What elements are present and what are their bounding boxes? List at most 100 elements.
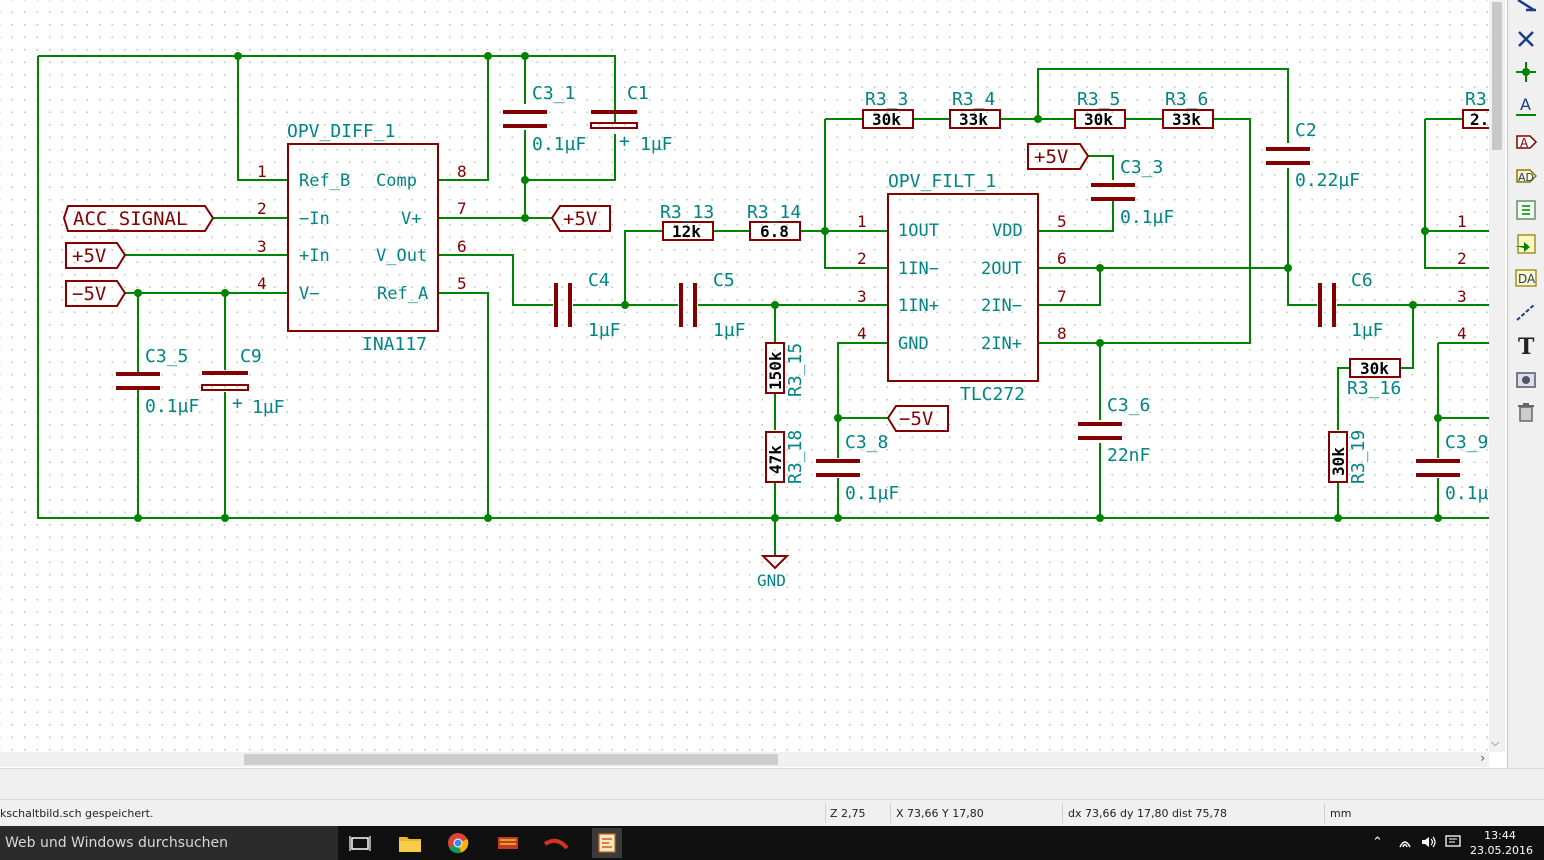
resistor-r3-15[interactable]: 150k R3_15: [765, 342, 806, 397]
capacitor-c3-6[interactable]: C3_6 22nF: [1078, 395, 1150, 466]
plus5v-label-a[interactable]: +5V: [65, 242, 127, 269]
capacitor-c6[interactable]: C6 1µF: [1318, 270, 1384, 341]
r3-14-ref: R3_14: [747, 202, 801, 223]
ina117-pin-num: 2: [257, 199, 267, 218]
partial-pin-num: 2: [1457, 249, 1467, 268]
junction-icon[interactable]: [1512, 58, 1540, 86]
partial-pin-num: 4: [1457, 324, 1467, 343]
capacitor-c4[interactable]: C4 1µF: [554, 270, 621, 341]
taskbar-search-box[interactable]: Web und Windows durchsuchen: [0, 826, 338, 860]
horizontal-scrollbar[interactable]: ›: [0, 751, 1489, 767]
scroll-down-arrow-icon[interactable]: ⌵: [1491, 736, 1500, 749]
plus5v-label-b[interactable]: +5V: [550, 205, 611, 232]
capacitor-c3-8[interactable]: C3_8 0.1µF: [816, 432, 899, 504]
plus5v-text: +5V: [72, 245, 106, 267]
vertical-scroll-thumb[interactable]: [1492, 2, 1502, 150]
bus-entry-icon[interactable]: [1512, 0, 1540, 22]
text-icon[interactable]: T: [1512, 332, 1540, 360]
windows-taskbar: Web und Windows durchsuchen ⌃ 13:44 23.0…: [0, 826, 1544, 860]
c5-value: 1µF: [713, 320, 746, 341]
r3-3-ref: R3_3: [865, 89, 908, 110]
eeschema-icon[interactable]: [592, 828, 622, 858]
net-label-icon[interactable]: A: [1512, 92, 1540, 120]
network-icon[interactable]: [1398, 835, 1412, 853]
tlc272-pin-name: 1OUT: [898, 221, 939, 241]
taskbar-clock[interactable]: 13:44 23.05.2016: [1470, 828, 1533, 858]
c3-9-value: 0.1µ: [1445, 483, 1489, 504]
ina117-symbol[interactable]: OPV_DIFF_1 INA117 1 2 3 4 Ref_B −In +In …: [257, 121, 467, 355]
task-view-icon[interactable]: [347, 831, 373, 855]
resistor-r3-18[interactable]: 47k R3_18: [765, 430, 806, 484]
capacitor-c9[interactable]: C9 + 1µF: [201, 346, 285, 418]
r3-13-value: 12k: [672, 222, 701, 241]
svg-text:A: A: [1520, 95, 1531, 114]
import-pin-icon[interactable]: [1512, 230, 1540, 258]
graphic-line-icon[interactable]: [1512, 298, 1540, 326]
r3-4-value: 33k: [959, 110, 988, 129]
kicad-icon[interactable]: [495, 831, 521, 855]
right-toolbar: A A AD DA T: [1507, 0, 1544, 770]
resistor-r3-13[interactable]: R3_13 12k: [660, 202, 714, 241]
tlc272-pin-num: 3: [857, 287, 867, 306]
resistor-r3-3[interactable]: R3_3 30k: [862, 89, 914, 129]
schematic-canvas[interactable]: OPV_DIFF_1 INA117 1 2 3 4 Ref_B −In +In …: [0, 0, 1505, 752]
capacitor-c3-5[interactable]: C3_5 0.1µF: [116, 346, 199, 417]
acc-signal-label[interactable]: ACC_SIGNAL: [62, 205, 215, 232]
app-icon-red[interactable]: [543, 831, 569, 855]
tlc272-pin-name: 1IN+: [898, 296, 939, 316]
message-panel: [0, 768, 1544, 800]
capacitor-c1[interactable]: C1 + 1µF: [590, 83, 673, 155]
ina117-pin-num: 4: [257, 274, 267, 293]
zoom-readout: Z 2,75: [830, 807, 866, 820]
clock-date: 23.05.2016: [1470, 844, 1533, 857]
delete-icon[interactable]: [1512, 398, 1540, 426]
resistor-r3-6[interactable]: R3_6 33k: [1162, 89, 1214, 129]
ina117-pin-num: 1: [257, 162, 267, 181]
image-icon[interactable]: [1512, 366, 1540, 394]
no-connect-icon[interactable]: [1512, 25, 1540, 53]
status-separator: [890, 803, 891, 823]
notifications-icon[interactable]: [1445, 835, 1461, 853]
plus5v-label-c[interactable]: +5V: [1027, 143, 1090, 170]
r3-15-value: 150k: [766, 351, 785, 390]
gnd-symbol[interactable]: GND: [757, 555, 790, 590]
r3-19-value: 30k: [1329, 447, 1348, 476]
resistor-r3-19[interactable]: 30k R3_19: [1328, 430, 1369, 484]
resistor-r3-16[interactable]: 30k R3_16: [1347, 358, 1401, 399]
volume-icon[interactable]: [1421, 835, 1437, 853]
c3-8-value: 0.1µF: [845, 483, 899, 504]
junctions: [134, 52, 1442, 522]
minus5v-label-a[interactable]: −5V: [65, 280, 127, 307]
c4-ref: C4: [588, 270, 610, 291]
c3-3-value: 0.1µF: [1120, 207, 1174, 228]
schematic-drawing[interactable]: OPV_DIFF_1 INA117 1 2 3 4 Ref_B −In +In …: [0, 0, 1505, 752]
hier-label-icon[interactable]: AD: [1512, 162, 1540, 190]
vertical-scrollbar[interactable]: ⌵: [1489, 0, 1505, 752]
capacitor-c3-1[interactable]: C3_1 0.1µF: [503, 83, 586, 155]
status-separator: [825, 803, 826, 823]
file-explorer-icon[interactable]: [397, 831, 423, 855]
tlc272-symbol[interactable]: OPV_FILT_1 TLC272 1 2 3 4 1OUT 1IN− 1IN+…: [857, 171, 1067, 405]
svg-text:AD: AD: [1518, 171, 1534, 184]
chrome-icon[interactable]: [445, 831, 471, 855]
tlc272-pin-name: 2IN−: [981, 296, 1022, 316]
global-label-icon[interactable]: A: [1512, 128, 1540, 156]
resistor-r3-4[interactable]: R3_4 33k: [949, 89, 1001, 129]
hier-pin-icon[interactable]: DA: [1512, 264, 1540, 292]
tray-expand-icon[interactable]: ⌃: [1372, 835, 1383, 850]
capacitor-c3-9[interactable]: C3_9 0.1µ: [1416, 432, 1489, 504]
horizontal-scroll-thumb[interactable]: [244, 754, 778, 765]
resistor-r3-14[interactable]: R3_14 6.8: [747, 202, 801, 241]
resistor-r3-5[interactable]: R3_5 30k: [1074, 89, 1126, 129]
scroll-right-arrow-icon[interactable]: ›: [1480, 751, 1485, 765]
minus5v-label-b[interactable]: −5V: [886, 405, 949, 432]
tlc272-value: TLC272: [960, 384, 1025, 405]
capacitor-c5[interactable]: C5 1µF: [679, 270, 746, 341]
units-readout: mm: [1330, 807, 1352, 820]
hier-sheet-icon[interactable]: [1512, 196, 1540, 224]
capacitor-c2[interactable]: C2 0.22µF: [1266, 120, 1360, 191]
r3-3-value: 30k: [872, 110, 901, 129]
c1-value: 1µF: [640, 134, 673, 155]
capacitor-c3-3[interactable]: C3_3 0.1µF: [1091, 157, 1174, 228]
partial-pin-num: 1: [1457, 212, 1467, 231]
